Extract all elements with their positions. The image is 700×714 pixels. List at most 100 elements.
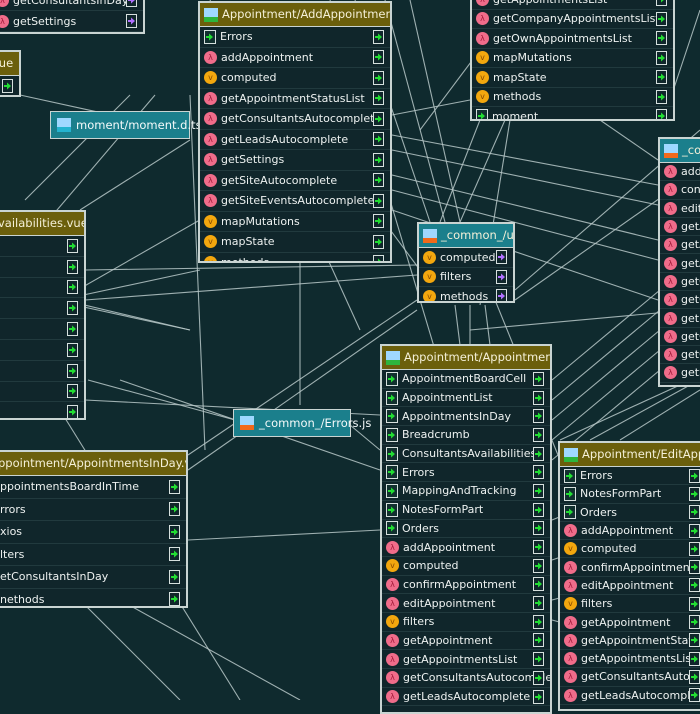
errors-module[interactable]: _common_/Errors.js — [233, 409, 371, 437]
member-row[interactable] — [0, 402, 84, 418]
module-title: vue — [0, 52, 19, 76]
member-row[interactable] — [0, 236, 84, 257]
add-appointment-module[interactable]: Appointment/AddAppointment.vue Errorsλad… — [198, 1, 392, 263]
member-row[interactable]: MappingAndTracking — [382, 482, 550, 501]
member-row[interactable] — [0, 340, 84, 361]
member-row[interactable] — [0, 298, 84, 320]
member-row[interactable]: AppointmentList — [382, 389, 550, 408]
member-row[interactable] — [0, 382, 84, 403]
member-row[interactable]: rrors — [0, 499, 186, 521]
member-row[interactable]: ConsultantsAvailabilities — [382, 445, 550, 464]
appointments-list-module[interactable]: λgetAppointmentsListλgetCompanyAppointme… — [470, 0, 675, 121]
member-row[interactable] — [0, 319, 84, 340]
export-icon — [689, 615, 700, 630]
member-row[interactable]: Orders — [560, 504, 700, 522]
member-row[interactable] — [0, 278, 84, 299]
member-row[interactable]: NotesFormPart — [560, 485, 700, 504]
member-row[interactable]: lters — [0, 544, 186, 566]
member-row[interactable]: AppointmentsInDay — [382, 407, 550, 427]
availabilities-module[interactable]: vailabilities.vue — [0, 210, 86, 420]
member-row[interactable]: nethods — [0, 589, 186, 606]
function-icon: λ — [664, 366, 677, 380]
member-row[interactable]: Errors — [382, 463, 550, 483]
member-row[interactable] — [0, 361, 84, 382]
util-module[interactable]: _common_/util.js vcomputedvfiltersvmetho… — [417, 222, 515, 303]
member-row[interactable]: AppointmentBoardCell — [382, 370, 550, 389]
member-row[interactable] — [0, 257, 84, 278]
member-row[interactable]: Errors — [560, 467, 700, 486]
member-row[interactable]: ppointmentsBoardInTime — [0, 476, 186, 499]
member-row[interactable]: λremove — [660, 383, 700, 385]
member-row[interactable]: moment — [472, 107, 673, 119]
moment-module[interactable]: moment/moment.d.ts — [50, 111, 202, 139]
right-common-module[interactable]: _comm λaddApλconfirmλeditApλgetAppλgetAp… — [658, 137, 700, 387]
dependency-arrow — [84, 264, 418, 271]
member-row[interactable]: Orders — [382, 520, 550, 539]
member-row[interactable]: xios — [0, 521, 186, 544]
edit-appointment-module[interactable]: Appointment/EditAppointment.vue ErrorsNo… — [558, 441, 700, 711]
member-row[interactable]: Breadcrumb — [382, 426, 550, 445]
appointments-in-day-module[interactable]: ppointment/AppointmentsInDay.vue ppointm… — [0, 450, 188, 608]
member-row[interactable]: λgetOrd — [660, 328, 700, 346]
member-row[interactable]: NotesFormPart — [382, 501, 550, 520]
appointment-module[interactable]: Appointment/Appointment.vue AppointmentB… — [380, 344, 552, 714]
member-row[interactable]: etConsultantsInDay — [0, 566, 186, 589]
member-row[interactable]: Errors — [200, 27, 390, 48]
small-vue-module[interactable]: vue — [0, 50, 21, 97]
function-icon: λ — [386, 633, 399, 647]
